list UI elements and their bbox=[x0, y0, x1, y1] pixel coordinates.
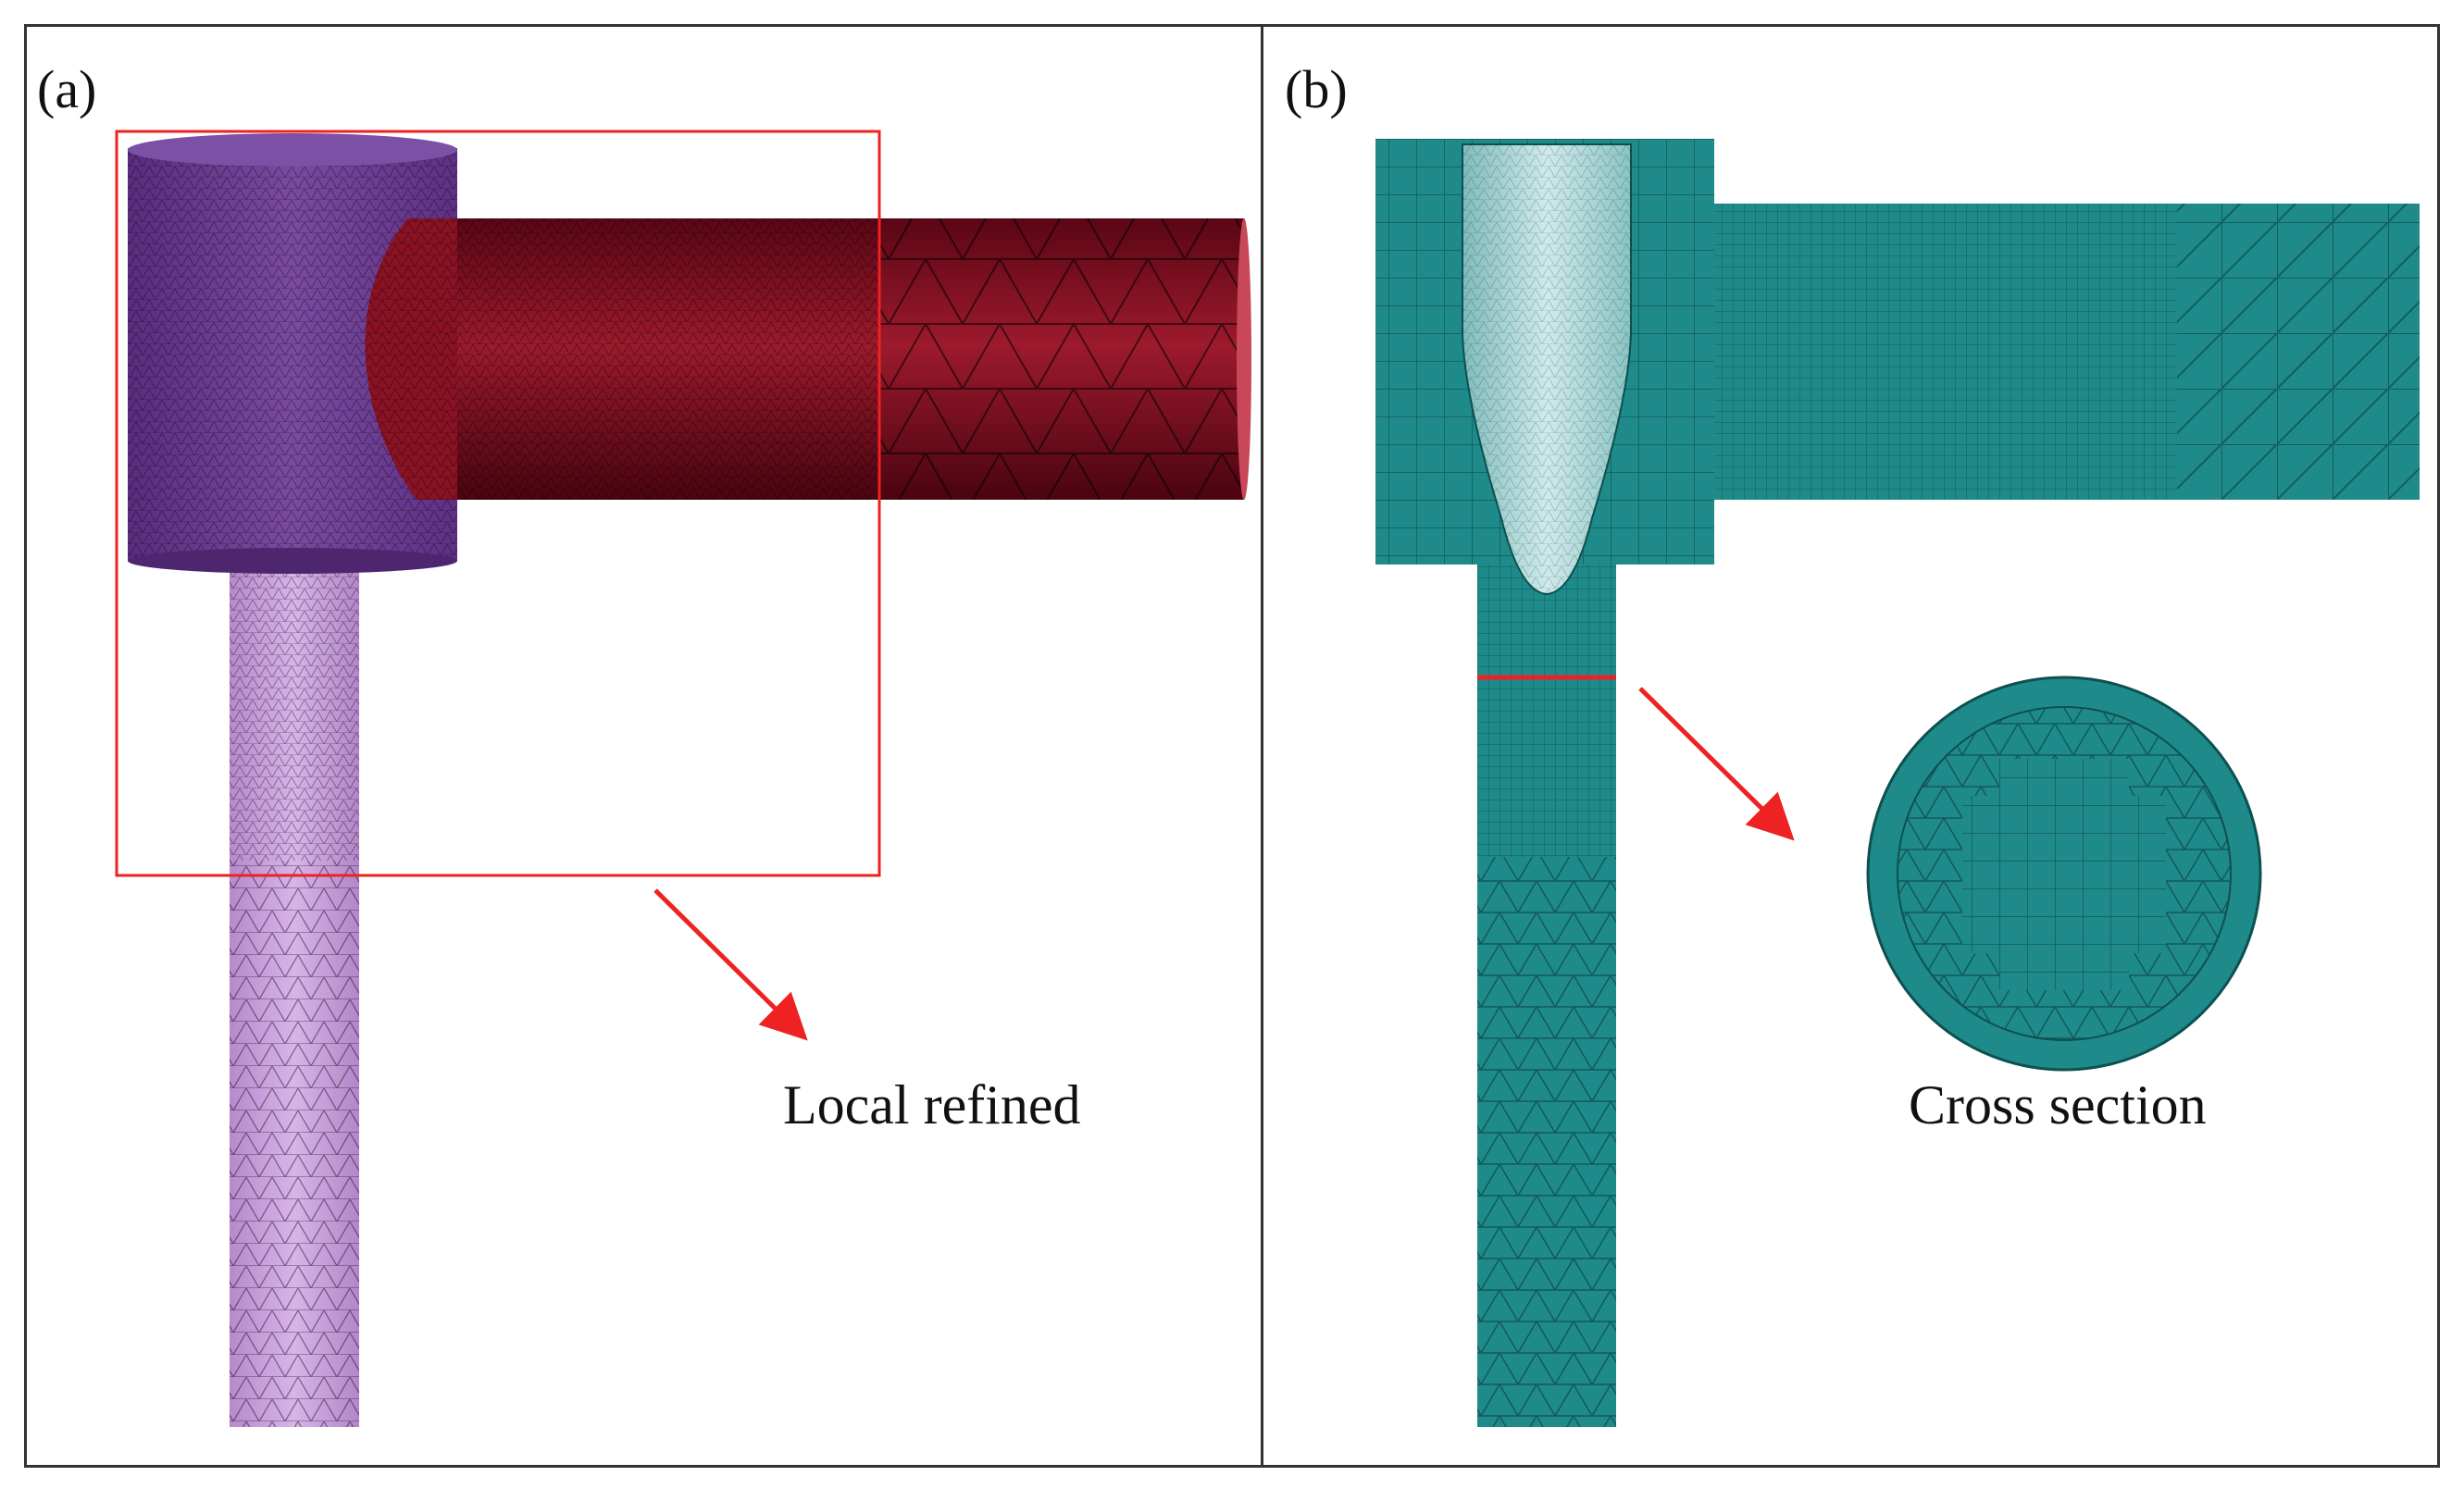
inlet-tube bbox=[230, 546, 359, 1427]
panel-divider bbox=[1261, 24, 1263, 1468]
panel-b-model bbox=[1375, 139, 2420, 1427]
cross-section-disk bbox=[1866, 676, 2262, 1072]
caption-local-refined: Local refined bbox=[783, 1074, 1081, 1135]
panel-label-b: (b) bbox=[1285, 59, 1348, 119]
figure-frame bbox=[24, 24, 2440, 1468]
refinement-box bbox=[115, 130, 881, 877]
section-body bbox=[1375, 139, 2420, 1427]
caption-cross-section: Cross section bbox=[1909, 1074, 2207, 1135]
cross-section-arrow bbox=[1638, 687, 1795, 841]
panel-a-model bbox=[115, 130, 1251, 1427]
refinement-arrow bbox=[653, 888, 808, 1041]
panel-label-a: (a) bbox=[37, 59, 97, 119]
outlet-pipe bbox=[389, 218, 1251, 500]
mixing-cylinder bbox=[128, 133, 457, 574]
